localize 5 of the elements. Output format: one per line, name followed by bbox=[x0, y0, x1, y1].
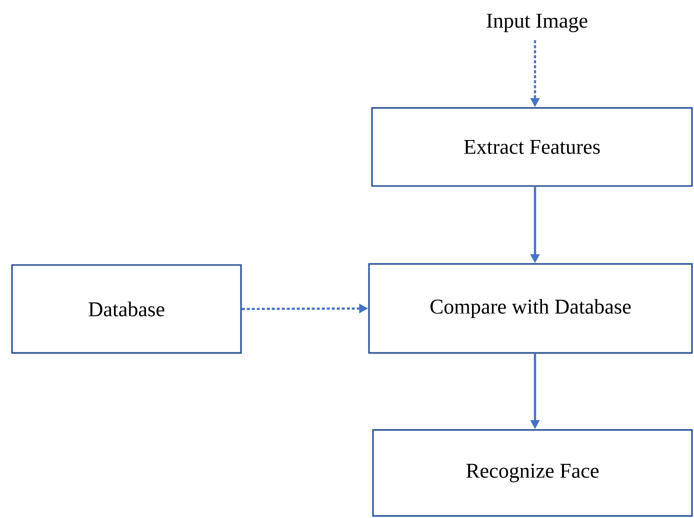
process-box: Database bbox=[11, 264, 242, 354]
input-label: Input Image bbox=[486, 14, 588, 32]
process-box: Compare with Database bbox=[368, 263, 693, 354]
process-box: Recognize Face bbox=[372, 429, 693, 517]
process-box: Extract Features bbox=[371, 107, 693, 187]
